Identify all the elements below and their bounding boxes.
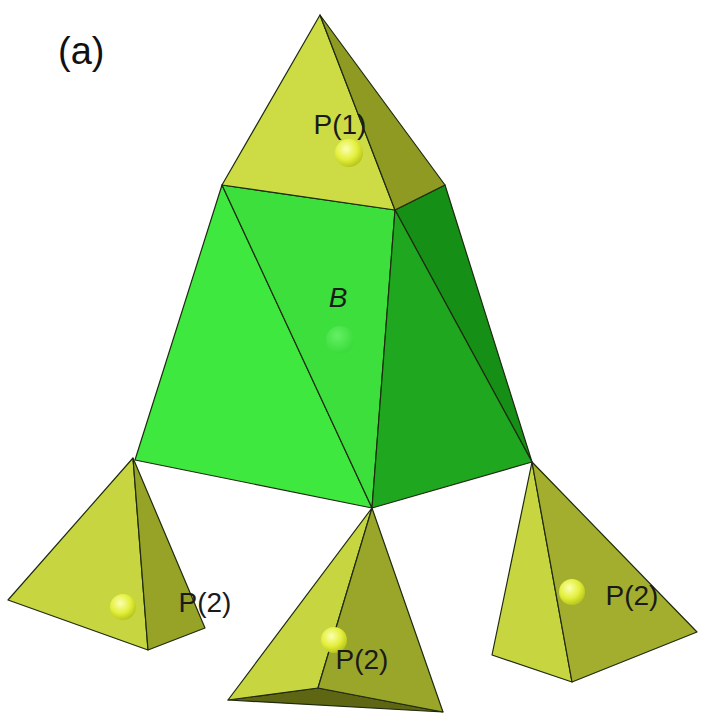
panel-label: (a) [58,30,104,73]
site-label: P(2) [606,581,659,612]
polyhedron-node: P(2) [606,581,659,612]
site-label: B [329,283,348,314]
site-label: P(1) [314,110,367,141]
polyhedron-node: P(2) [179,588,232,619]
site-label: P(2) [179,588,232,619]
p2-tetrahedron [228,508,443,712]
site-label: P(2) [336,645,389,676]
polyhedron-node: P(1) [314,110,367,141]
p2-tetrahedron [8,458,205,650]
p2-tetrahedron [492,462,697,682]
polyhedron-node: P(2) [336,645,389,676]
p1-tetrahedron [222,15,445,210]
b-polyhedron [135,185,532,508]
polyhedron-node: B [329,283,348,314]
